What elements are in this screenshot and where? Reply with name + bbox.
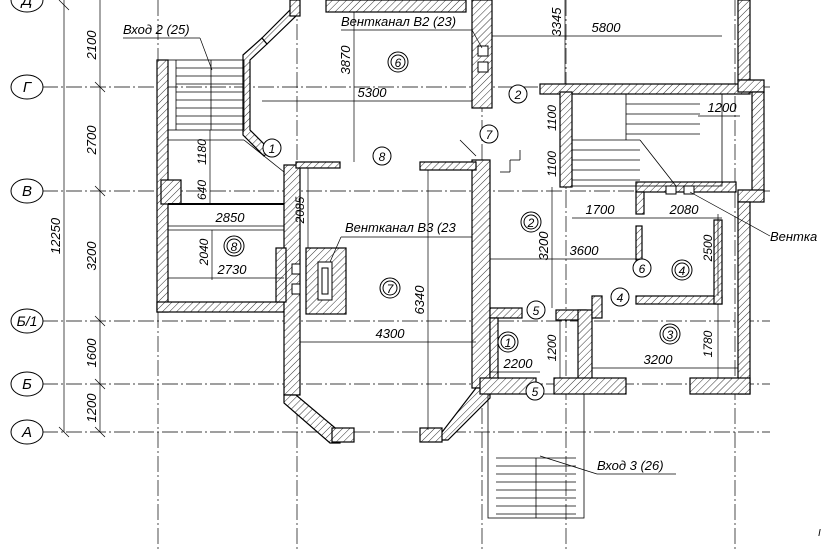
room-number: 8 — [231, 240, 238, 254]
dim-5800: 5800 — [592, 20, 622, 35]
door-marker-4: 4 — [610, 287, 630, 307]
vent-b3-label: Вентканал В3 (23 — [345, 220, 457, 235]
walls — [156, 0, 765, 444]
door-marker-8: 8 — [372, 146, 392, 166]
stair-internal — [571, 93, 723, 187]
dim-1100b: 1100 — [545, 151, 559, 177]
axis-marker-d: Д — [10, 0, 44, 13]
door-marker-7: 7 — [479, 124, 499, 144]
entrance-2-label: Вход 2 (25) — [123, 22, 190, 37]
room-marker-4: 4 — [671, 259, 693, 281]
dim-1100a: 1100 — [545, 105, 559, 131]
stair-entrance-2 — [167, 59, 245, 131]
axis-label: Б/1 — [17, 313, 38, 329]
room-marker-6: 6 — [387, 51, 409, 73]
vent-right-label: Вентка — [770, 229, 817, 244]
door-number: 2 — [514, 88, 522, 102]
dim-1700: 1700 — [586, 202, 616, 217]
axis-label: В — [22, 183, 32, 200]
door-number: 4 — [617, 291, 624, 305]
internal-dimensions: 3345 5800 3870 5300 1100 1100 1200 1180 … — [168, 0, 740, 430]
dim-2730: 2730 — [217, 262, 248, 277]
room-marker-7: 7 — [379, 277, 401, 299]
axis-spacing-text: 1600 — [84, 338, 99, 368]
dim-2850: 2850 — [215, 210, 246, 225]
axis-label: Д — [20, 0, 33, 9]
dim-4300: 4300 — [376, 326, 406, 341]
door-number: 7 — [486, 128, 494, 142]
door-number: 8 — [379, 150, 386, 164]
room-number: 3 — [667, 328, 674, 342]
door-marker-6: 6 — [632, 258, 652, 278]
dim-3345: 3345 — [549, 7, 564, 37]
dim-2040: 2040 — [197, 238, 211, 266]
overall-dimension-text: 12250 — [48, 217, 63, 254]
door-number: 1 — [269, 142, 276, 156]
stair-entrance-3 — [487, 393, 585, 519]
axis-spacing-text: 2100 — [84, 30, 99, 61]
axis-label: А — [21, 424, 32, 441]
corner-note: I — [818, 528, 821, 539]
dim-2500: 2500 — [701, 234, 715, 262]
axis-marker-g: Г — [10, 74, 44, 100]
dim-1180: 1180 — [195, 139, 209, 165]
door-marker-5a: 5 — [526, 300, 546, 320]
dim-2200: 2200 — [503, 356, 534, 371]
dim-3600: 3600 — [570, 243, 600, 258]
room-marker-3: 3 — [659, 323, 681, 345]
axis-spacing-text: 3200 — [84, 241, 99, 271]
door-marker-5b: 5 — [525, 381, 545, 401]
entrance-3-label: Вход 3 (26) — [597, 458, 664, 473]
axis-marker-a: А — [10, 419, 44, 445]
room-marker-1: 1 — [497, 331, 519, 353]
annotations: Вход 2 (25) Вентканал В2 (23) Вентканал … — [123, 14, 821, 539]
dim-1780: 1780 — [701, 330, 715, 357]
room-number: 2 — [527, 216, 535, 230]
vent-b2-label: Вентканал В2 (23) — [341, 14, 456, 29]
left-dimension-chain: 12250 2100 2700 3200 1600 1200 — [48, 0, 106, 438]
axis-spacing-text: 2700 — [84, 125, 99, 156]
dim-3200-v: 3200 — [536, 231, 551, 261]
room-number: 1 — [505, 336, 512, 350]
dim-2080: 2080 — [669, 202, 700, 217]
axis-marker-b: Б — [10, 371, 44, 397]
room-number: 4 — [679, 264, 686, 278]
dim-1200-top: 1200 — [708, 100, 738, 115]
dim-3870: 3870 — [338, 45, 353, 75]
room-number: 6 — [395, 56, 402, 70]
dim-2085: 2085 — [293, 196, 307, 224]
door-number: 5 — [532, 385, 539, 399]
dim-1200-mid: 1200 — [545, 334, 559, 361]
room-marker-8: 8 — [223, 235, 245, 257]
room-number: 7 — [387, 282, 395, 296]
axis-label: Г — [23, 79, 33, 96]
axis-label: Б — [22, 376, 32, 393]
door-marker-2: 2 — [508, 84, 528, 104]
axis-marker-v: В — [10, 178, 44, 204]
dim-3200-h: 3200 — [644, 352, 674, 367]
door-marker-1: 1 — [262, 138, 282, 158]
axis-spacing-text: 1200 — [84, 393, 99, 423]
axis-marker-b1: Б/1 — [10, 308, 44, 334]
dim-5300: 5300 — [358, 85, 388, 100]
dim-6340: 6340 — [412, 285, 427, 315]
door-number: 5 — [533, 304, 540, 318]
partitions — [168, 139, 521, 231]
room-marker-2: 2 — [520, 211, 542, 233]
door-number: 6 — [639, 262, 646, 276]
dim-640: 640 — [195, 180, 209, 200]
